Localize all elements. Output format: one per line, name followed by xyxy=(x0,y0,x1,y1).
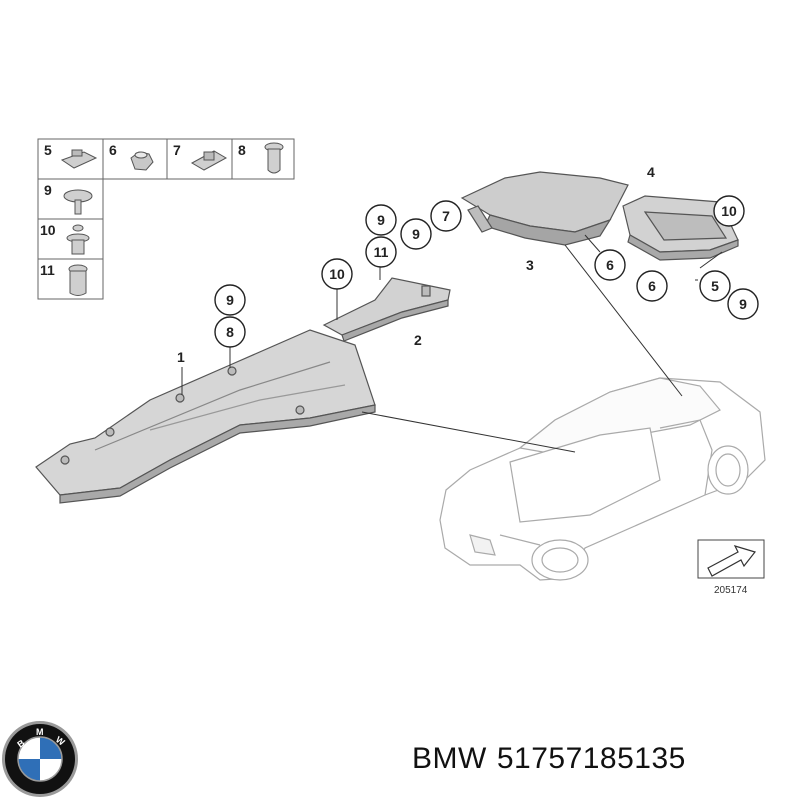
reference-box xyxy=(697,539,765,579)
footer-part-number: 51757185135 xyxy=(496,742,686,775)
air-duct-3-drawing xyxy=(460,171,629,246)
screw-9-drawing xyxy=(63,189,93,215)
callout-5-cover: 5 xyxy=(711,278,719,294)
table-label-5: 5 xyxy=(44,142,52,158)
callout-2: 2 xyxy=(414,332,422,348)
svg-text:B: B xyxy=(15,737,26,749)
cover-4-drawing xyxy=(622,195,739,261)
clip-nut-7-drawing xyxy=(190,150,228,171)
callout-10-bracket: 10 xyxy=(329,266,345,282)
footer-part-label: BMW 51757185135 xyxy=(412,742,696,776)
callout-9-shield: 9 xyxy=(226,292,234,308)
diagram-ref-number: 205174 xyxy=(714,585,748,596)
callout-6-cover: 6 xyxy=(648,278,656,294)
callout-circles xyxy=(214,195,759,348)
svg-text:M: M xyxy=(36,727,44,737)
callout-10-cover: 10 xyxy=(721,203,737,219)
table-label-6: 6 xyxy=(109,142,117,158)
callout-9-cover: 9 xyxy=(739,296,747,312)
callout-8-shield: 8 xyxy=(226,324,234,340)
nut-6-drawing xyxy=(130,151,154,171)
callout-7-duct: 7 xyxy=(442,208,450,224)
callout-3: 3 xyxy=(526,257,534,273)
callout-1: 1 xyxy=(177,349,185,365)
table-label-10: 10 xyxy=(40,222,56,238)
callout-11-bracket: 11 xyxy=(374,244,389,260)
callout-9-bracket: 9 xyxy=(377,212,385,228)
clip-nut-5-drawing xyxy=(60,149,98,169)
table-label-9: 9 xyxy=(44,182,52,198)
rivet-11-drawing xyxy=(68,264,88,296)
rivet-10-drawing xyxy=(66,224,90,255)
callout-4: 4 xyxy=(647,164,655,180)
callout-9-duct: 9 xyxy=(412,226,420,242)
bracket-2-drawing xyxy=(322,277,451,342)
bmw-logo: B M W xyxy=(2,721,78,797)
table-label-11: 11 xyxy=(40,262,55,278)
table-label-7: 7 xyxy=(173,142,181,158)
expansion-nut-8-drawing xyxy=(264,142,284,174)
underbody-shield-drawing xyxy=(35,329,376,504)
car-outline-drawing xyxy=(439,377,766,581)
table-label-8: 8 xyxy=(238,142,246,158)
callout-6-duct: 6 xyxy=(606,257,614,273)
small-parts-table xyxy=(37,138,295,300)
footer-brand: BMW xyxy=(412,742,487,775)
